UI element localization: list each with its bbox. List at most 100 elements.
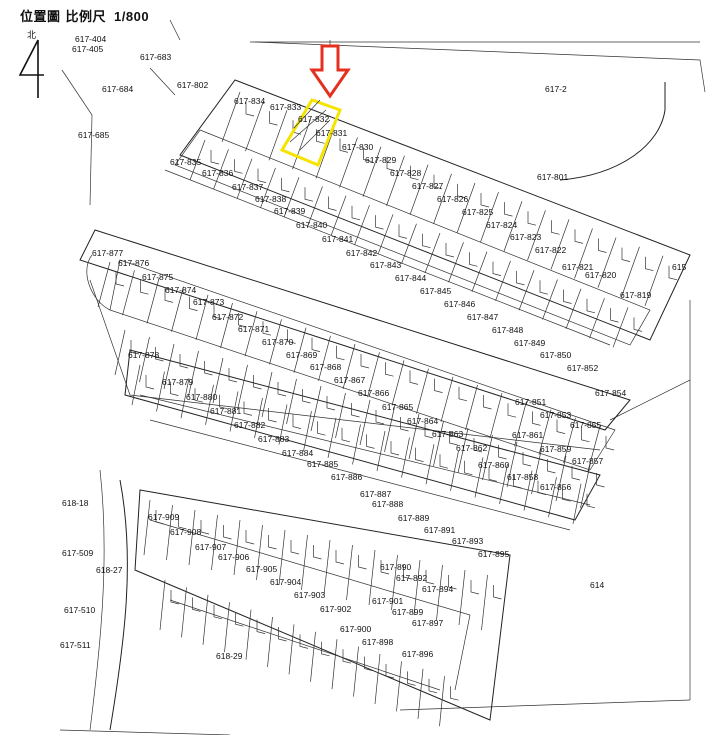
parcel-label: 617-831: [316, 128, 347, 138]
parcel-label: 617-853: [540, 410, 571, 420]
lot-line: [542, 279, 558, 320]
building-outline: [410, 165, 419, 181]
lot-line: [424, 232, 441, 274]
parcel-label: 617-882: [234, 420, 265, 430]
parcel-label: 617-836: [202, 168, 233, 178]
building-outline: [145, 375, 155, 390]
building-outline: [539, 280, 549, 295]
lot-line: [122, 270, 135, 316]
parcel-label: 617-510: [64, 605, 95, 615]
lot-line: [97, 261, 111, 308]
building-outline: [621, 247, 631, 262]
parcel-label: 617-832: [298, 114, 329, 124]
lot-line: [236, 158, 253, 199]
building-outline: [130, 340, 140, 355]
building-outline: [605, 436, 615, 451]
highlighted-parcel: [279, 98, 342, 167]
parcel-label: 617-908: [170, 527, 201, 537]
parcel-label: 617-874: [165, 285, 196, 295]
building-outline: [537, 480, 547, 495]
lot-line: [401, 223, 417, 264]
building-outline: [464, 460, 473, 476]
parcel-label: 617-878: [128, 350, 159, 360]
building-outline: [243, 401, 253, 416]
lot-line: [474, 457, 484, 498]
lot-line: [293, 327, 307, 373]
lot-line: [548, 477, 557, 518]
building-outline: [480, 193, 490, 208]
parcel-label: 617-826: [437, 194, 468, 204]
building-outline: [493, 585, 502, 600]
lot-line: [233, 519, 241, 576]
building-outline: [513, 474, 522, 489]
building-outline: [336, 345, 345, 361]
building-outline: [390, 441, 400, 456]
parcel-label: 617-858: [507, 472, 538, 482]
building-outline: [328, 196, 337, 211]
lot-line: [180, 378, 190, 419]
lot-line: [213, 149, 229, 190]
parcel-label: 617-881: [210, 406, 241, 416]
lot-line: [408, 413, 420, 460]
lot-line: [465, 384, 478, 431]
lot-line: [396, 661, 402, 712]
lot-line: [269, 319, 282, 365]
parcel-label: 617-2: [545, 84, 567, 94]
lot-line: [171, 286, 184, 332]
building-outline: [532, 411, 541, 426]
lot-line: [506, 441, 518, 488]
lot-line: [181, 587, 187, 638]
building-outline: [317, 421, 326, 436]
building-outline: [268, 408, 277, 423]
parcel-label: 618-27: [96, 565, 123, 575]
building-outline: [351, 205, 361, 221]
parcel-label: 617-819: [620, 290, 651, 300]
parcel-label: 617-829: [365, 155, 396, 165]
parcel-label: 617-897: [412, 618, 443, 628]
parcel-label: 617-509: [62, 548, 93, 558]
lot-line: [195, 294, 209, 340]
building-outline: [326, 396, 336, 411]
parcel-label: 617-892: [396, 573, 427, 583]
building-outline: [633, 317, 643, 332]
lot-line: [346, 544, 353, 601]
building-outline: [115, 272, 125, 287]
lot-line: [458, 569, 466, 626]
parcel-label: 617-821: [562, 262, 593, 272]
lot-line: [159, 579, 166, 631]
lot-line: [261, 371, 273, 418]
lot-line: [644, 255, 664, 306]
lot-line: [288, 624, 295, 675]
building-outline: [483, 395, 492, 410]
lot-line: [367, 352, 380, 398]
parcel-label: 617-854: [595, 388, 626, 398]
parcel-label: 617-861: [512, 430, 543, 440]
lot-line: [267, 616, 273, 668]
parcel-label: 617-876: [118, 258, 149, 268]
lot-line: [587, 425, 601, 472]
parcel-label: 617-802: [177, 80, 208, 90]
parcel-label: 617-860: [478, 460, 509, 470]
parcel-label: 617-820: [585, 270, 616, 280]
parcel-label: 617-869: [286, 350, 317, 360]
lot-line: [278, 404, 288, 445]
building-outline: [321, 641, 330, 657]
building-outline: [386, 156, 396, 171]
lot-line: [376, 430, 386, 472]
lot-line: [589, 297, 605, 339]
lot-line: [368, 549, 376, 606]
parcel-label: 617-683: [140, 52, 171, 62]
lot-line: [146, 278, 160, 324]
lot-line: [229, 391, 239, 432]
lot-line: [425, 444, 435, 485]
parcel-label: 617-900: [340, 624, 371, 634]
north-label: 北: [27, 31, 37, 41]
building-outline: [342, 649, 352, 664]
parcel-label: 617-855: [570, 420, 601, 430]
parcel-label: 617-833: [270, 102, 301, 112]
parcel-label: 617-850: [540, 350, 571, 360]
building-outline: [366, 434, 375, 449]
lot-line: [245, 100, 264, 152]
parcel-label: 617-835: [170, 157, 201, 167]
